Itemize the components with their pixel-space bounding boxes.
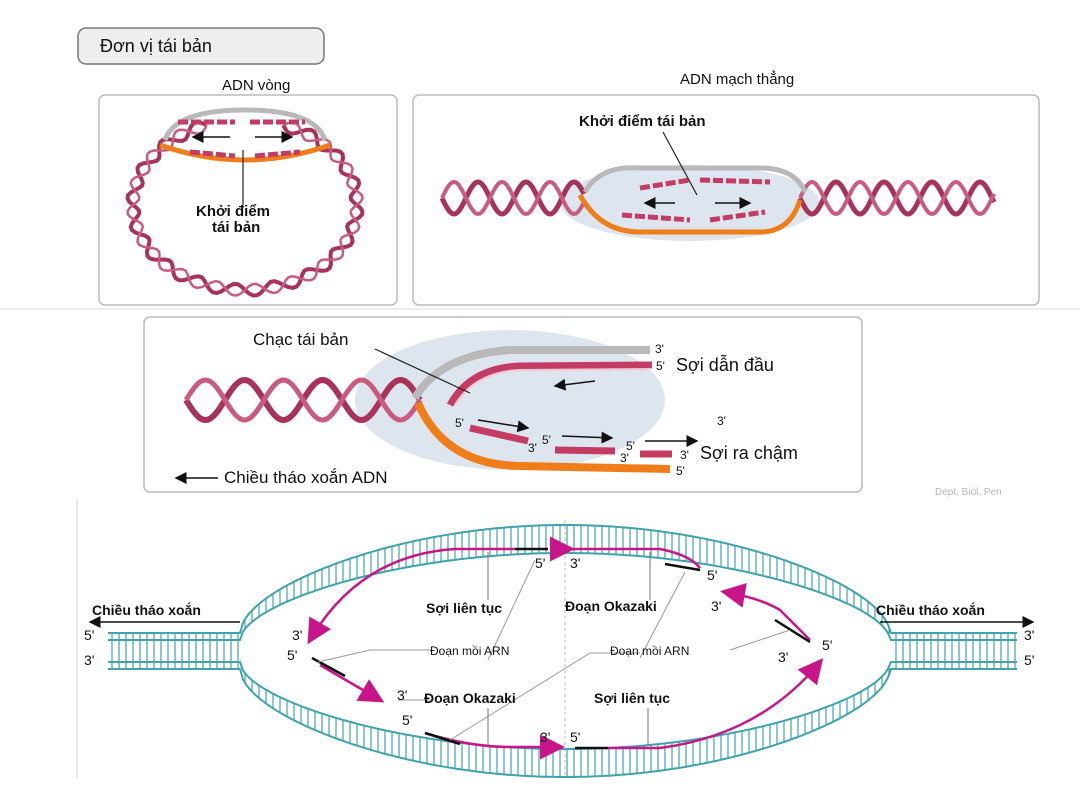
- pointer-primer-left-b: [487, 559, 536, 661]
- unwind-right-label: Chiều tháo xoắn: [876, 601, 985, 618]
- label-5prime-bottom-center: 5': [570, 729, 580, 745]
- label-5prime-right: 5': [822, 637, 832, 653]
- fork-3prime-lagging: 3': [680, 448, 689, 462]
- linear-new-strand-3: [621, 212, 691, 223]
- fork-5prime-bottom: 5': [676, 464, 685, 478]
- label-3prime-right: 3': [778, 649, 788, 665]
- circular-parent-strand-orange: [159, 142, 331, 163]
- circular-parent-strand-gray: [162, 107, 328, 141]
- okazaki-fragment-2: [554, 446, 616, 455]
- circular-dna-helix: [125, 120, 365, 298]
- linear-new-strand-4: [709, 209, 766, 223]
- circular-new-strand-bottom-left: [189, 149, 236, 159]
- fork-3prime-top: 3': [655, 342, 664, 356]
- fork-label-pointer: [374, 348, 471, 394]
- label-3prime-top-center: 3': [570, 555, 580, 571]
- backbone-inner-bottom: [108, 661, 1017, 750]
- fork-parent-gray: [411, 346, 650, 401]
- fork-3prime-free: 3': [717, 414, 726, 428]
- label-3prime-left-lower: 3': [397, 687, 407, 703]
- linear-origin-pointer: [662, 131, 698, 196]
- fork-leading-strand-highlight: [454, 368, 651, 406]
- fork-5prime-leading: 5': [656, 359, 665, 373]
- linear-helix-right-2: [798, 179, 996, 217]
- label-5prime-top-center: 5': [535, 555, 545, 571]
- replication-fork-panel: Chạc tái bản 3' 5' Sợi dẫn đầu 3' 5' 3' …: [143, 316, 1002, 498]
- circular-origin-label-2: tái bản: [212, 219, 260, 236]
- pointer-primer-right-a: [449, 652, 640, 741]
- bubble-left-5prime: 5': [84, 627, 94, 643]
- pointer-primer-left-a: [317, 649, 430, 663]
- fork-5prime-frag3: 5': [626, 439, 635, 453]
- fork-lagging-arrow-2: [561, 431, 614, 444]
- title-tab-box: [77, 27, 325, 65]
- okazaki-top-right: [550, 536, 701, 569]
- linear-parent-strand-orange: [577, 193, 803, 235]
- backbone-outer-top: [108, 524, 1017, 634]
- primer-left-lower: [311, 656, 346, 678]
- primer-right-upper: [774, 618, 811, 644]
- bubble-left-3prime: 3': [84, 652, 94, 668]
- credit-text: Dept. Biol. Pen: [935, 487, 1002, 498]
- fork-3prime-frag1: 3': [528, 441, 537, 455]
- circular-dna-helix-inner: [126, 120, 364, 297]
- okazaki-right-upper: [720, 583, 811, 641]
- lagging-strand-label: Sợi ra chậm: [700, 443, 798, 463]
- fork-leading-strand: [446, 361, 653, 407]
- fork-helix-2: [183, 377, 423, 423]
- continuous-strand-top-left: [307, 547, 515, 645]
- fork-3prime-frag2: 3': [620, 451, 629, 465]
- linear-origin-label: Khởi điểm tái bản: [579, 113, 706, 130]
- label-3prime-right-upper: 3': [711, 598, 721, 614]
- label-5prime-bottom-left: 5': [402, 712, 412, 728]
- primer-right-label: Đoạn mồi ARN: [610, 644, 689, 658]
- label-3prime-left: 3': [292, 627, 302, 643]
- backbone-inner-top: [108, 552, 1017, 641]
- backbone-outer-bottom: [108, 668, 1017, 778]
- label-5prime-left: 5': [287, 647, 297, 663]
- okazaki-left-lower: [319, 663, 385, 703]
- label-3prime-bottom-center: 3': [540, 729, 550, 745]
- continuous-strand-top-label: Sợi liên tục: [426, 600, 502, 616]
- unwind-left-label: Chiều tháo xoắn: [92, 601, 201, 618]
- okazaki-bottom-label: Đoạn Okazaki: [424, 690, 516, 706]
- base-pair-rungs: [111, 525, 1016, 777]
- linear-helix-left-2: [440, 179, 586, 217]
- title-tab-label: Đơn vị tái bản: [100, 36, 212, 56]
- linear-dna-panel: ADN mạch thẳng Khởi điểm tái bản: [412, 70, 1040, 306]
- unwind-label: Chiều tháo xoắn ADN: [224, 468, 388, 487]
- pointer-primer-right-b: [729, 629, 791, 651]
- primer-left-label: Đoạn mồi ARN: [430, 644, 509, 658]
- bubble-right-3prime: 3': [1024, 627, 1034, 643]
- title-tab: Đơn vị tái bản: [77, 27, 325, 65]
- continuous-strand-bottom-right: [608, 658, 824, 750]
- circular-new-strand-bottom-right: [254, 149, 301, 159]
- pointer-primer-right-c: [639, 571, 686, 659]
- linear-parent-strand-gray: [582, 165, 808, 194]
- fork-parent-orange: [414, 401, 671, 473]
- replication-bubble-panel: Chiều tháo xoắn Chiều tháo xoắn 5' 3' 3'…: [76, 500, 1035, 778]
- bubble-right-5prime: 5': [1024, 652, 1034, 668]
- primer-top-right: [664, 562, 701, 572]
- fork-lagging-arrow-1: [477, 419, 530, 433]
- fork-5prime-frag1: 5': [455, 416, 464, 430]
- okazaki-fragment-1: [469, 424, 529, 445]
- fork-label: Chạc tái bản: [253, 330, 348, 349]
- circular-origin-label-1: Khởi điểm: [196, 203, 270, 220]
- primer-bottom-left: [424, 731, 461, 746]
- leading-strand-label: Sợi dẫn đầu: [676, 354, 774, 375]
- circular-dna-panel: ADN vòng Khởi điểm tái bản: [98, 77, 398, 306]
- okazaki-top-label: Đoạn Okazaki: [565, 598, 657, 614]
- linear-new-strand-1: [639, 177, 691, 191]
- label-5prime-top-right: 5': [707, 567, 717, 583]
- linear-new-strand-2: [699, 177, 771, 185]
- continuous-strand-bottom-label: Sợi liên tục: [594, 690, 670, 706]
- circular-dna-heading: ADN vòng: [222, 77, 290, 94]
- linear-dna-heading: ADN mạch thẳng: [680, 70, 794, 88]
- fork-5prime-frag2: 5': [542, 433, 551, 447]
- fork-leading-arrow: [553, 378, 596, 391]
